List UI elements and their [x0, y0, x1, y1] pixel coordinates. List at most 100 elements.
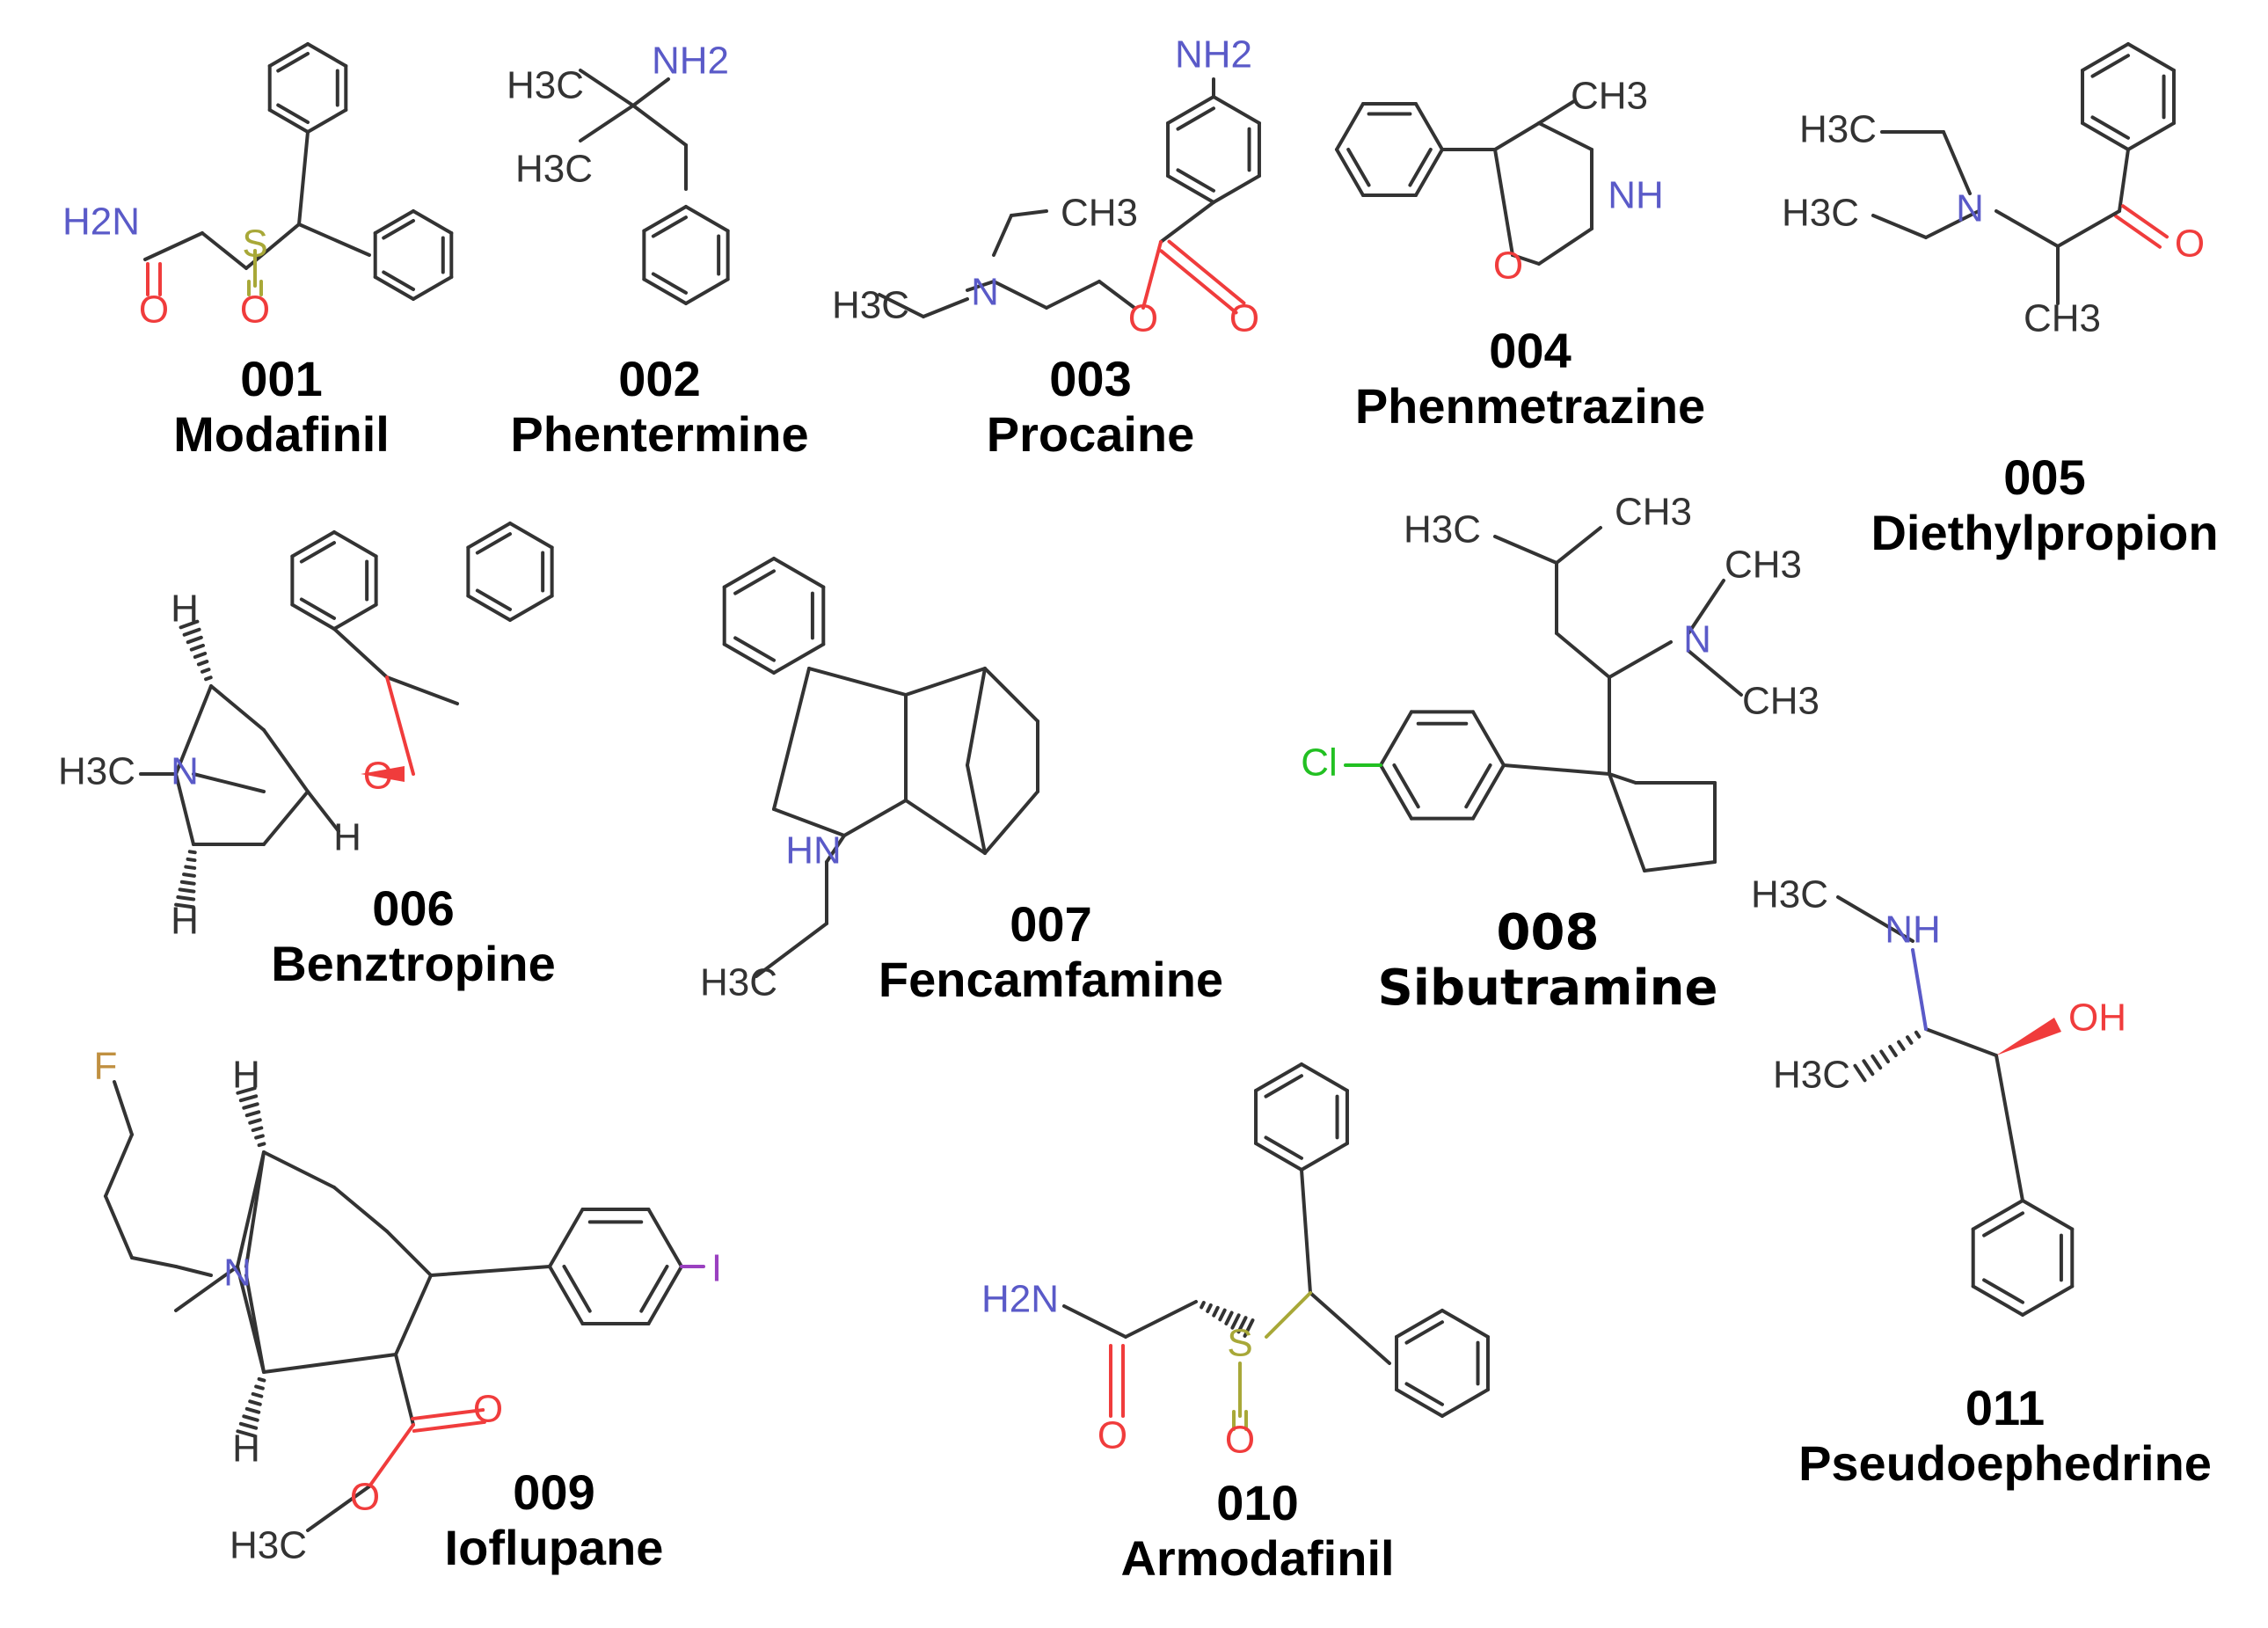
- bond: [825, 834, 846, 864]
- bond: [262, 1150, 336, 1189]
- phenyl-ring: [684, 277, 730, 305]
- bond: [966, 763, 987, 855]
- phenyl-ring: [1408, 148, 1433, 187]
- compound-id: 007: [1010, 896, 1092, 952]
- amine-label: NH2: [652, 40, 729, 83]
- bond: [1159, 249, 1238, 315]
- compound-name: Procaine: [986, 405, 1195, 462]
- compound-id: 011: [1965, 1380, 2046, 1435]
- amine-label: NH: [1885, 909, 1941, 952]
- hashed-bond: [200, 668, 211, 674]
- phenyl-ring: [722, 642, 776, 675]
- oxygen-label: O: [2175, 223, 2205, 266]
- phenyl-ring: [651, 215, 688, 238]
- compound-name: Sibutramine: [1377, 959, 1718, 1017]
- phenyl-ring: [733, 636, 776, 662]
- bond: [394, 1274, 433, 1356]
- bond: [2121, 204, 2170, 239]
- bond: [966, 667, 987, 767]
- nitrogen-label: N: [171, 750, 199, 793]
- bond: [209, 684, 266, 732]
- bond: [297, 130, 310, 226]
- phenyl-ring: [772, 557, 826, 589]
- methyl-label: CH3: [1742, 680, 1820, 723]
- hydroxyl-label: OH: [2068, 997, 2126, 1040]
- bond: [1511, 253, 1541, 266]
- hashed-bond: [1206, 1303, 1213, 1314]
- bond: [842, 799, 908, 837]
- methyl-label: H3C: [700, 961, 777, 1004]
- bond: [1493, 148, 1514, 257]
- phenyl-ring: [1264, 1074, 1303, 1099]
- bond: [1537, 99, 1576, 125]
- phenyl-ring: [382, 270, 415, 291]
- amine-label: NH2: [1175, 33, 1252, 77]
- hashed-bond: [1853, 1063, 1867, 1083]
- phenyl-ring: [508, 594, 554, 622]
- iodophenyl-ring: [548, 1265, 585, 1325]
- phenyl-ring: [1395, 1388, 1444, 1418]
- bond: [1608, 772, 1637, 785]
- nitrogen-label: N: [971, 271, 999, 314]
- hashed-bond: [238, 1094, 259, 1103]
- bond: [983, 790, 1039, 855]
- bond: [201, 231, 248, 270]
- hashed-bond: [248, 1399, 262, 1406]
- caption-006: 006 Benztropine: [237, 880, 589, 991]
- bond: [1159, 201, 1215, 244]
- bond: [306, 790, 340, 833]
- phenyl-ring: [1166, 174, 1215, 204]
- bond: [1309, 1291, 1391, 1365]
- phenyl-ring: [1254, 1142, 1303, 1172]
- hashed-bond: [1200, 1301, 1206, 1310]
- bond: [1643, 860, 1717, 872]
- bond: [1098, 280, 1136, 310]
- bond: [1010, 209, 1048, 217]
- caption-008: 008 Sibutramine: [1337, 904, 1759, 1017]
- compound-id: 008: [1496, 904, 1600, 961]
- hashed-bond: [184, 865, 197, 870]
- bond: [385, 675, 459, 705]
- compound-name: Diethylpropion: [1871, 504, 2219, 560]
- bond: [174, 772, 195, 846]
- caption-007: 007 Fencamfamine: [822, 896, 1280, 1007]
- bond: [143, 231, 204, 261]
- phenyl-ring: [1404, 1382, 1444, 1406]
- hashed-bond: [179, 619, 200, 630]
- methyl-label: CH3: [1061, 192, 1138, 235]
- bond: [992, 214, 1013, 257]
- bond: [130, 1256, 178, 1268]
- bond: [807, 667, 908, 697]
- hashed-bond: [174, 902, 195, 909]
- bond: [306, 1485, 371, 1532]
- hashed-bond: [186, 857, 197, 863]
- compound-name: Armodafinil: [1120, 1529, 1395, 1586]
- phenyl-ring: [306, 108, 348, 134]
- hashed-bond: [176, 894, 196, 902]
- bond: [394, 1353, 415, 1427]
- phenyl-ring: [684, 205, 730, 233]
- caption-001: 001 Modafinil: [141, 351, 422, 462]
- wedge-bond: [361, 766, 405, 782]
- hashed-bond: [236, 1086, 257, 1095]
- bond: [1124, 1300, 1198, 1339]
- hashed-bond: [178, 887, 196, 894]
- compound-id: 009: [513, 1464, 595, 1520]
- hashed-bond: [1243, 1318, 1255, 1338]
- bond: [297, 223, 371, 257]
- bond: [1871, 214, 1928, 239]
- phenyl-ring: [475, 532, 512, 555]
- compound-id: 006: [372, 880, 455, 936]
- hydrogen-label: H: [171, 900, 199, 943]
- phenyl-ring: [642, 277, 688, 305]
- methyl-label: H3C: [58, 750, 135, 793]
- methyl-label: H3C: [832, 284, 909, 327]
- bond: [113, 1080, 134, 1136]
- caption-009: 009 Ioflupane: [405, 1464, 704, 1575]
- phenyl-ring: [508, 522, 554, 550]
- bond: [1995, 1054, 2024, 1202]
- phenyl-ring: [1300, 1062, 1349, 1092]
- phenyl-ring: [412, 209, 454, 235]
